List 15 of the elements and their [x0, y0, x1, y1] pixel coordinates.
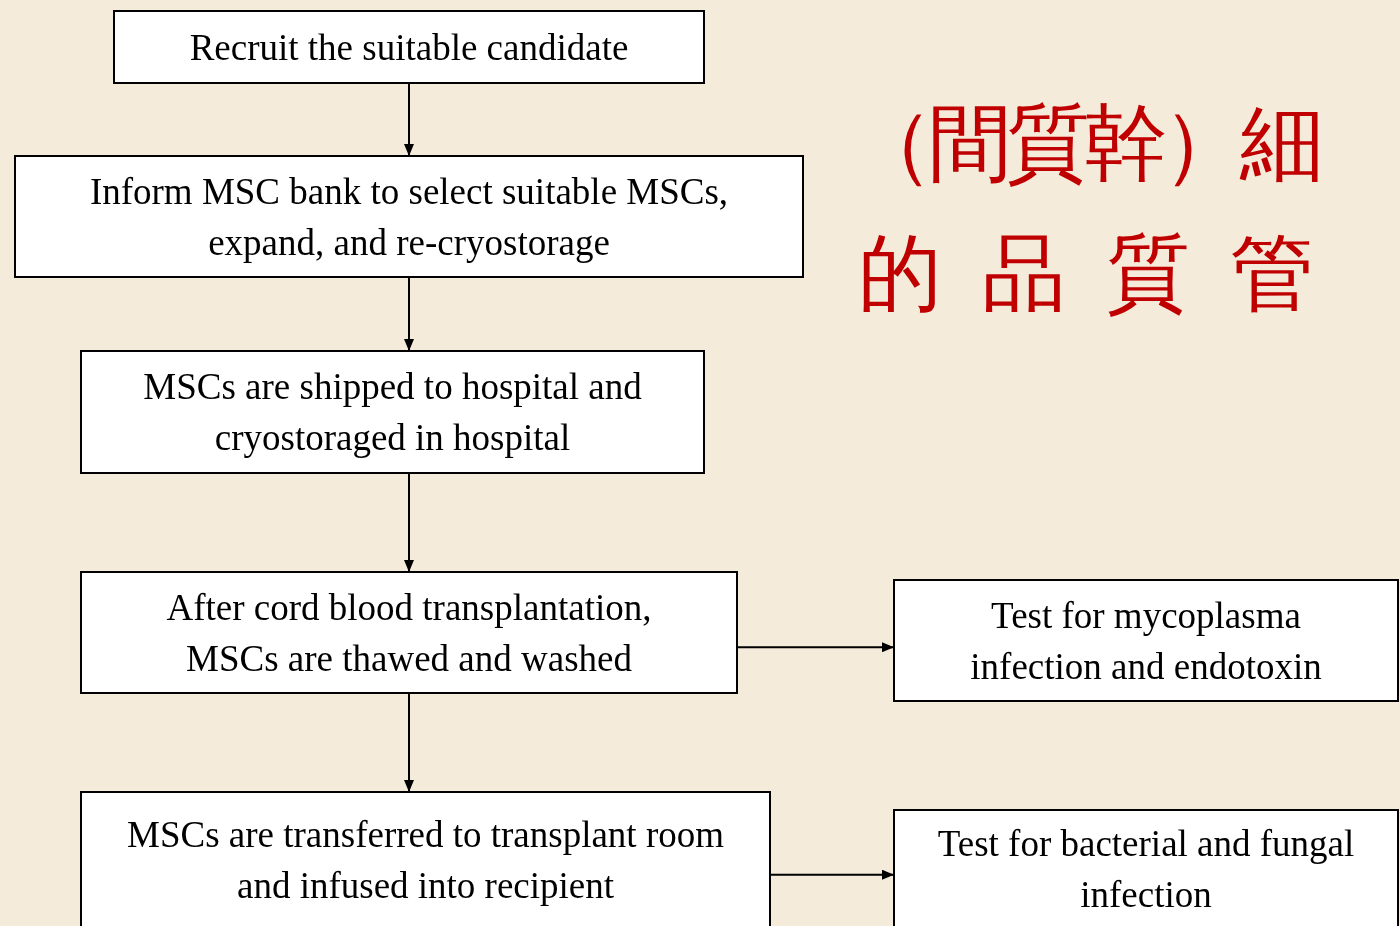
arrow	[770, 869, 894, 880]
title-text: （間質幹）細	[850, 93, 1318, 194]
arrow	[404, 473, 414, 572]
arrow	[404, 693, 414, 792]
arrow	[404, 83, 414, 156]
process-box: Inform MSC bank to select suitable MSCs, expand, and re-cryostorage	[14, 155, 804, 278]
process-box: Recruit the suitable candidate	[113, 10, 705, 84]
arrow	[404, 277, 414, 351]
arrow	[737, 642, 894, 653]
process-box: Test for bacterial and fungal infection	[893, 809, 1399, 926]
process-box: MSCs are shipped to hospital and cryostoraged in hospital	[80, 350, 705, 474]
process-box: Test for mycoplasma infection and endotoxin	[893, 579, 1399, 702]
process-box: MSCs are transferred to transplant room and infused into recipient	[80, 791, 771, 926]
title-text: 的品質管	[858, 223, 1354, 324]
process-box: After cord blood transplantation, MSCs are thawed and washed	[80, 571, 738, 694]
